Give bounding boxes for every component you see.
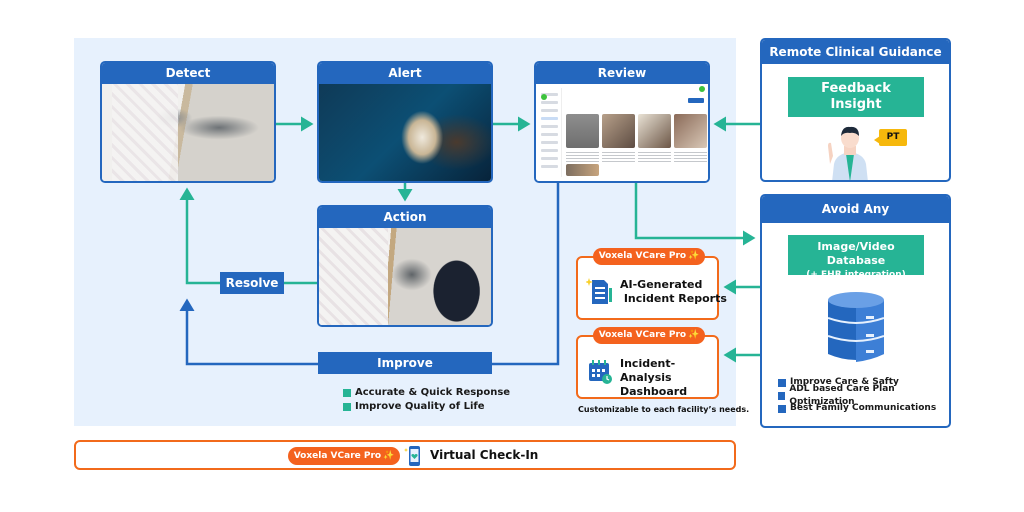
sparkle-icon: ✨ [688, 330, 700, 340]
benefit-item: Best Family Communications [778, 402, 949, 415]
vcare-pro-badge: Voxela VCare Pro✨ [593, 248, 705, 265]
phone-alert-photo [319, 84, 491, 181]
report-document-icon [586, 278, 612, 304]
teal-square-icon [343, 389, 351, 397]
outcome-item: Accurate & Quick Response [343, 386, 510, 400]
stage-detect: Detect [100, 61, 276, 183]
blue-square-icon [778, 391, 786, 400]
blue-square-icon [778, 404, 786, 413]
pt-speech-bubble: PT [874, 129, 907, 146]
remote-guidance-title: Remote Clinical Guidance [762, 40, 949, 64]
clinician-illustration-icon [828, 126, 868, 180]
virtual-checkin-label: Virtual Check-In [430, 448, 539, 462]
sparkle-icon: ✨ [383, 451, 395, 461]
database-box: Image/Video Database (+ EHR integration) [788, 235, 924, 280]
sparkle-icon: ✨ [688, 251, 700, 261]
resolve-label: Resolve [220, 272, 284, 294]
fall-detection-photo [102, 84, 274, 181]
review-dashboard-screenshot [536, 84, 708, 181]
outcome-item: Improve Quality of Life [343, 400, 510, 414]
stage-alert-title: Alert [319, 63, 491, 84]
stage-action: Action [317, 205, 493, 327]
benefit-item: Improve Care & Safty [778, 376, 949, 389]
blue-square-icon [778, 378, 786, 387]
stage-review: Review [534, 61, 710, 183]
customization-note: Customizable to each facility’s needs. [578, 405, 750, 414]
benefit-list: Improve Care & Safty ADL based Care Plan… [778, 376, 949, 415]
remote-guidance-card: Remote Clinical Guidance Feedback Insigh… [760, 38, 951, 182]
vcare-pro-badge: Voxela VCare Pro✨ [288, 447, 400, 465]
stage-alert: Alert [317, 61, 493, 183]
benefit-item: ADL based Care Plan Optimization [778, 384, 949, 407]
virtual-checkin-bar: Voxela VCare Pro✨ Virtual Check-In [74, 440, 736, 470]
outcome-list: Accurate & Quick Response Improve Qualit… [343, 386, 510, 414]
phone-heart-icon [404, 446, 420, 466]
teal-square-icon [343, 403, 351, 411]
incident-analysis-dashboard-card: Voxela VCare Pro✨ Incident-Analysis Dash… [576, 327, 719, 399]
stage-detect-title: Detect [102, 63, 274, 84]
ai-incident-reports-card: Voxela VCare Pro✨ AI-Generated Incident … [576, 248, 727, 320]
database-icon [828, 292, 884, 362]
improve-label: Improve [318, 352, 492, 374]
calendar-clock-icon [589, 360, 612, 384]
feedback-insight-box: Feedback Insight [788, 77, 924, 117]
caregiver-response-photo [319, 228, 491, 325]
stage-action-title: Action [319, 207, 491, 228]
vcare-pro-badge: Voxela VCare Pro✨ [593, 327, 705, 344]
avoid-lawsuit-title: Avoid Any Lawsuit/Accidents [762, 196, 949, 243]
stage-review-title: Review [536, 63, 708, 84]
avoid-lawsuit-card: Avoid Any Lawsuit/Accidents Image/Video … [760, 194, 951, 428]
